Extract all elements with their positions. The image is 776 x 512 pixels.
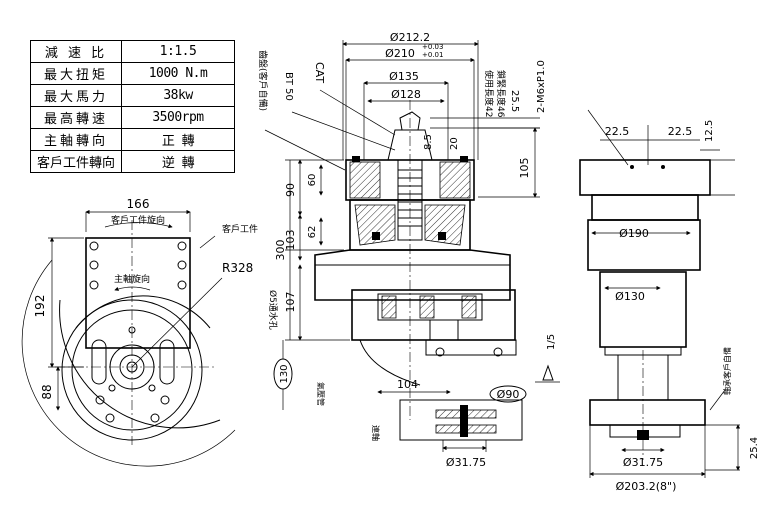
flange-bolt <box>460 156 468 162</box>
dim-dia-210: Ø210 <box>385 47 415 60</box>
right-mid-body <box>587 219 701 271</box>
spec-value: 逆 轉 <box>121 150 235 173</box>
label-len42: 使用長度42 <box>483 70 495 117</box>
dim-dia-128: Ø128 <box>391 88 421 101</box>
leader-disc <box>264 129 346 171</box>
dim-192: 192 <box>33 295 47 318</box>
flange-section-left <box>349 161 381 199</box>
right-upper-body <box>591 194 699 221</box>
bearing-block <box>372 232 380 240</box>
bolt-bottom <box>493 347 503 357</box>
taper-arrow <box>542 364 554 381</box>
right-key <box>637 430 649 440</box>
right-side-view: 2-M6xP1.0 22.5 22.5 12.5 Ø190 Ø130 軸承客戶自… <box>536 60 760 493</box>
bottom-plate <box>425 339 517 356</box>
dim-25-5: 25.5 <box>509 90 520 112</box>
coupling-blocks <box>377 293 483 321</box>
dim-107: 107 <box>284 292 297 313</box>
spec-table: 減 速 比 1:1.5 最大扭矩 1000 N.m 最大馬力 38kw 最高轉速… <box>30 40 235 173</box>
dim-dia-31-75: Ø31.75 <box>446 456 486 469</box>
thread-hole <box>630 165 634 169</box>
left-workpiece-arc <box>21 259 236 467</box>
label-spindle-rotation: 主軸旋向 <box>114 273 150 285</box>
dim-60: 60 <box>307 174 318 187</box>
dim-r328: R328 <box>222 261 253 275</box>
dim-22-5-left: 22.5 <box>605 125 630 138</box>
dim-r328-leader <box>131 277 223 368</box>
shaft-lower <box>429 319 459 341</box>
dim-dia-90: Ø90 <box>497 388 520 401</box>
left-slot <box>159 339 175 385</box>
label-bt50: BT 50 <box>283 72 294 101</box>
right-bottom-plate <box>589 399 706 426</box>
left-square-plate <box>85 237 191 349</box>
spec-row-client-dir: 客戶工件轉向 逆 轉 <box>30 150 235 173</box>
gear-section-left <box>354 204 396 246</box>
dim-dia-130: Ø130 <box>615 290 645 303</box>
dim-12-5: 12.5 <box>704 120 715 142</box>
dim-25-4: 25.4 <box>749 437 760 459</box>
leader <box>199 235 216 249</box>
dim-62: 62 <box>307 226 318 239</box>
label-gas-pipe: 氣壓管 <box>316 382 326 406</box>
label-water-hole: Ø5通水孔 <box>267 290 279 330</box>
thread-hole <box>661 165 665 169</box>
right-top-block <box>579 159 711 196</box>
leader-thread <box>587 109 629 166</box>
gas-pipe <box>359 339 421 386</box>
dim-166: 166 <box>127 197 150 211</box>
tol-upper: +0.03 <box>422 43 443 51</box>
label-disc: 齒盤(客戶自備) <box>257 50 269 111</box>
left-top-view: 166 客戶工件旋向 客戶工件 主軸旋向 R328 192 88 <box>21 197 258 467</box>
dim-104: 104 <box>397 378 418 391</box>
gear-section-right <box>424 204 466 246</box>
spec-row-power: 最大馬力 38kw <box>30 84 235 107</box>
label-taper: 1/5 <box>546 334 557 350</box>
tol-lower: +0.01 <box>422 51 443 59</box>
label-cat: CAT <box>313 62 326 83</box>
label-coupling: 連軸 <box>371 425 381 441</box>
leader <box>709 389 726 411</box>
label-client-workpiece: 客戶工件 <box>222 223 258 235</box>
bolt-bottom <box>435 347 445 357</box>
dim-dia-203-2: Ø203.2(8") <box>616 480 677 493</box>
dim-dia-190: Ø190 <box>619 227 649 240</box>
dim-130-circle: 130 <box>279 364 290 383</box>
dim-dia-212: Ø212.2 <box>390 31 430 44</box>
dim-20: 20 <box>449 137 460 150</box>
right-collar <box>599 271 687 348</box>
bearing-block <box>438 232 446 240</box>
left-outer-arc <box>59 299 221 429</box>
center-section-view: Ø212.2 Ø210 +0.03 +0.01 CAT BT 50 齒盤(客戶自… <box>257 31 560 469</box>
client-rotation-arrow <box>104 222 173 229</box>
dim-300: 300 <box>274 240 287 261</box>
dim-dia-135: Ø135 <box>389 70 419 83</box>
dim-22-5-right: 22.5 <box>668 125 693 138</box>
spindle-rotation-arrow <box>114 286 151 291</box>
flange-bolt <box>352 156 360 162</box>
dim-88: 88 <box>40 384 54 399</box>
bottom-coupling <box>399 399 523 441</box>
callout-90 <box>489 385 527 403</box>
leader-bt50 <box>291 111 396 151</box>
leader-cat <box>319 89 396 136</box>
dim-90: 90 <box>284 183 297 197</box>
label-thread: 2-M6xP1.0 <box>536 60 547 113</box>
dim-105: 105 <box>518 158 531 179</box>
dim-103: 103 <box>284 230 297 251</box>
middle-body <box>314 249 511 301</box>
left-slot <box>91 339 107 385</box>
left-bolt-holes <box>89 241 187 423</box>
label-len46: 鎖緊長度46 <box>495 70 507 118</box>
spec-label: 最大馬力 <box>30 84 122 107</box>
dim-dia-31-75-r: Ø31.75 <box>623 456 663 469</box>
spec-label: 客戶工件轉向 <box>30 150 122 173</box>
dim-8-5: 8.5 <box>423 134 434 150</box>
label-bearing: 軸承客戶自備 <box>722 347 732 395</box>
spec-row-spindle-dir: 主軸轉向 正 轉 <box>30 128 235 151</box>
flange-section-right <box>439 161 471 199</box>
coupling-key <box>460 405 468 437</box>
